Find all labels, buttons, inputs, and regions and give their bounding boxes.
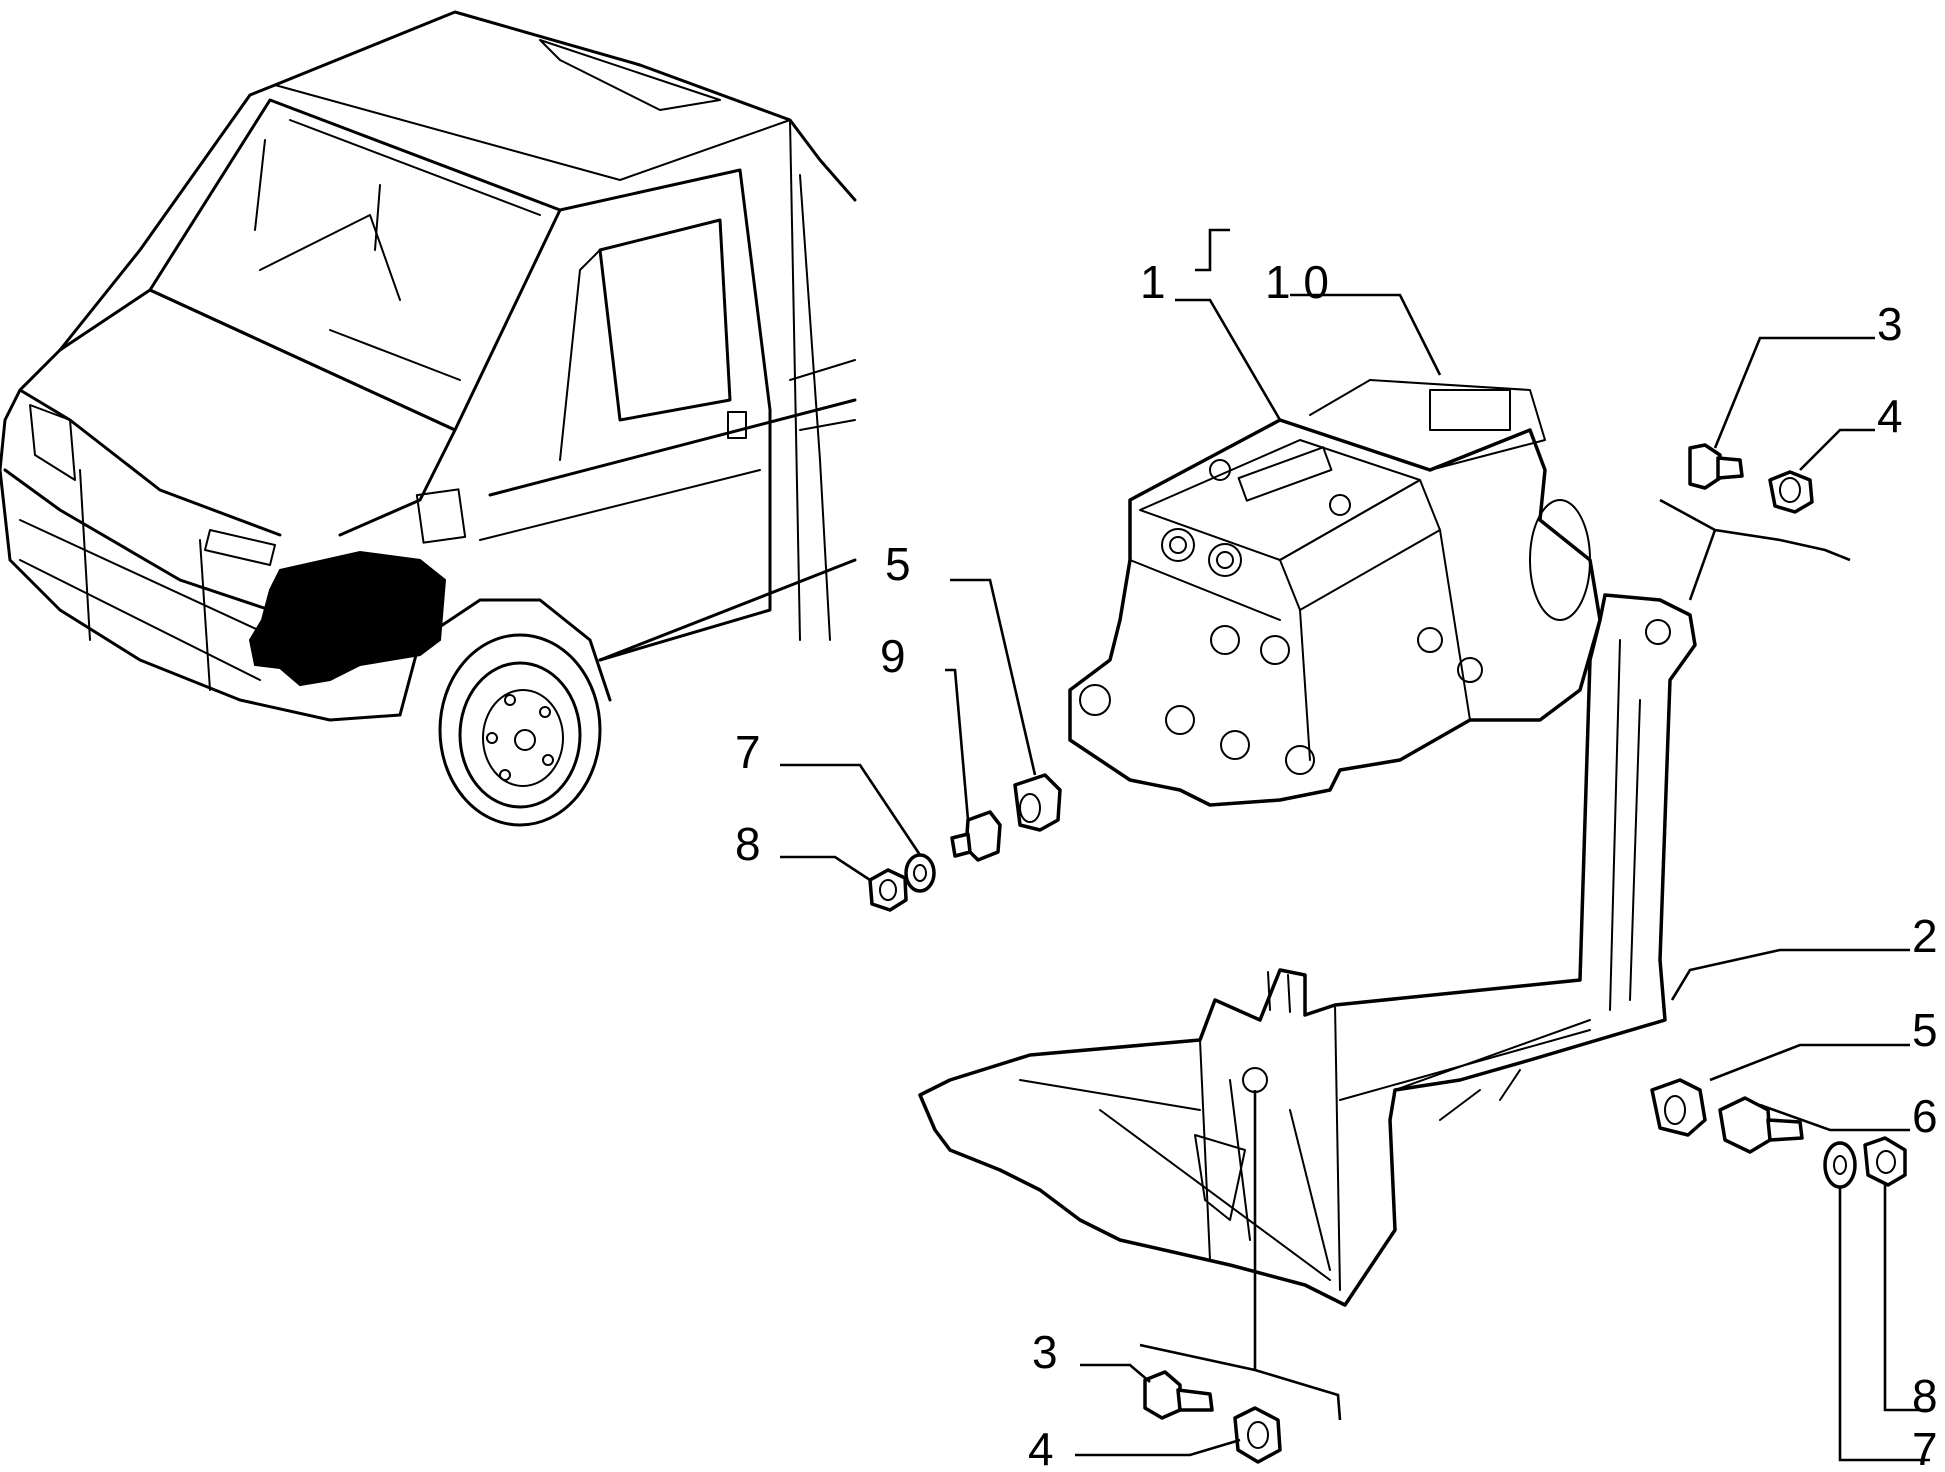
callout-1: 1 (1140, 256, 1166, 308)
spacer-right (1650, 1078, 1707, 1137)
nut-bottom (1233, 1406, 1282, 1464)
callout-8-left: 8 (735, 818, 761, 870)
callout-7-bottom: 7 (1912, 1423, 1938, 1472)
nut-left (868, 868, 908, 912)
washer-right (1823, 1141, 1857, 1189)
callout-8-right: 8 (1912, 1370, 1938, 1422)
callouts: 1 1 0 3 4 5 9 7 8 2 5 6 8 3 4 7 (735, 256, 1938, 1472)
callout-3-bottom: 3 (1032, 1326, 1058, 1378)
bolt-bottom (1143, 1370, 1182, 1420)
abs-location-highlight (248, 550, 447, 687)
callout-4-bottom: 4 (1028, 1423, 1054, 1472)
callout-7-left: 7 (735, 726, 761, 778)
bolt-top (1688, 443, 1722, 490)
callout-2: 2 (1912, 910, 1938, 962)
callout-6: 6 (1912, 1090, 1938, 1142)
van-illustration (0, 10, 857, 827)
callout-3-top: 3 (1877, 298, 1903, 350)
callout-9: 9 (880, 630, 906, 682)
callout-4-top: 4 (1877, 390, 1903, 442)
nut-right (1863, 1136, 1907, 1187)
abs-hydraulic-unit (1068, 379, 1602, 807)
mounting-bracket (918, 593, 1697, 1307)
callout-5-right: 5 (1912, 1004, 1938, 1056)
callout-5-left: 5 (885, 538, 911, 590)
hardware-parts (868, 443, 1907, 1464)
nut-top (1768, 470, 1814, 514)
spacer-left (1013, 773, 1062, 832)
callout-10: 1 0 (1265, 256, 1329, 308)
leader-lines (780, 228, 1930, 1462)
washer-left (904, 853, 936, 893)
